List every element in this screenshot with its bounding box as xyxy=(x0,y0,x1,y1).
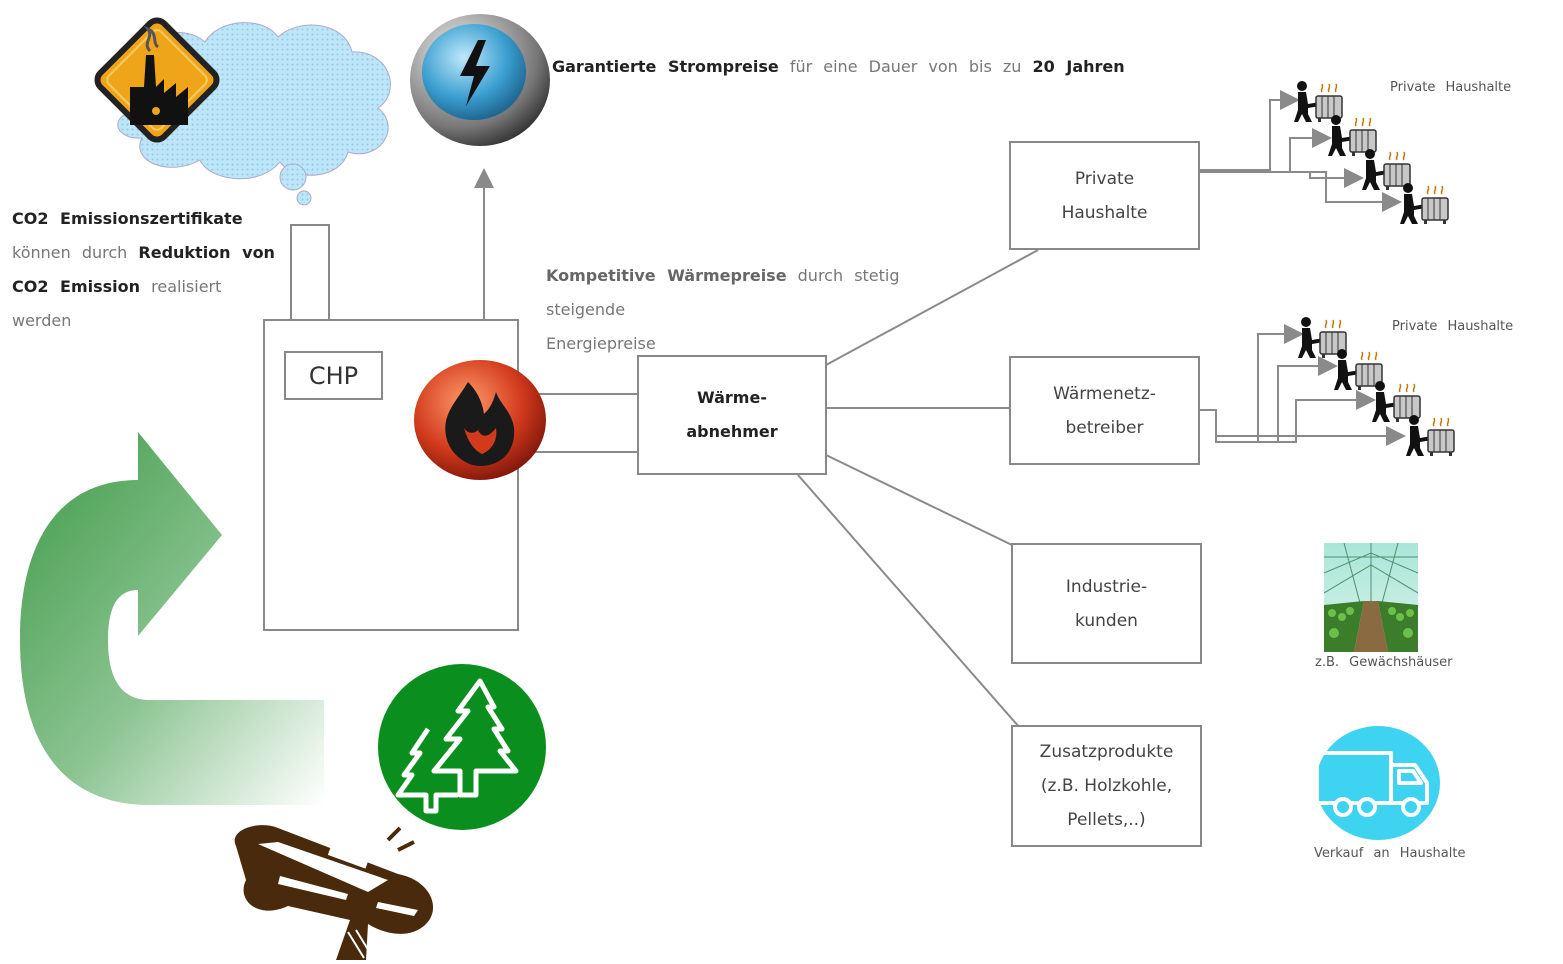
heat-price-bold: Kompetitive Wärmepreise xyxy=(546,266,787,285)
heat-price-line2: Energiepreise xyxy=(546,334,656,353)
greenhouse-icon xyxy=(1324,543,1418,652)
box-industry-customers: Industrie- kunden xyxy=(1011,543,1202,664)
tree-icon xyxy=(378,664,546,830)
power-text-plain: für eine Dauer von bis zu xyxy=(789,57,1022,76)
caption-greenhouse: z.B. Gewächshäuser xyxy=(1315,655,1453,670)
hub-line2: abnehmer xyxy=(686,422,778,441)
lightning-icon xyxy=(410,14,550,146)
co2-text: CO2 Emissionszertifikate können durch Re… xyxy=(12,202,280,338)
person-radiator-icon xyxy=(1372,381,1421,422)
private-line2: Haushalte xyxy=(1061,202,1148,223)
caption-private-mid: Private Haushalte xyxy=(1392,319,1514,334)
person-radiator-icon xyxy=(1298,317,1347,358)
box-private-households: Private Haushalte xyxy=(1009,141,1200,250)
heat-price-plain: durch stetig steigende xyxy=(546,266,900,319)
network-line2: betreiber xyxy=(1065,417,1144,438)
chp-label: CHP xyxy=(284,351,383,400)
person-radiator-icon xyxy=(1334,349,1383,390)
heat-price-text: Kompetitive Wärmepreise durch stetig ste… xyxy=(546,259,986,361)
network-line1: Wärmenetz- xyxy=(1053,383,1156,404)
power-text: Garantierte Strompreise für eine Dauer v… xyxy=(552,50,1125,84)
caption-truck: Verkauf an Haushalte xyxy=(1314,846,1466,861)
co2-line2-plain: können durch xyxy=(12,243,128,262)
box-network-operator: Wärmenetz- betreiber xyxy=(1009,356,1200,465)
person-radiator-icon xyxy=(1400,183,1449,224)
co2-line3-bold: CO2 Emission xyxy=(12,277,141,296)
heat-consumer-box: Wärme- abnehmer xyxy=(637,355,827,475)
industry-line2: kunden xyxy=(1075,610,1138,631)
industry-line1: Industrie- xyxy=(1065,576,1148,597)
person-radiator-icon xyxy=(1294,81,1343,122)
box-additional-products: Zusatzprodukte (z.B. Holzkohle, Pellets,… xyxy=(1011,725,1202,847)
hub-line1: Wärme- xyxy=(697,388,767,407)
extra-line1: Zusatzprodukte xyxy=(1039,742,1174,762)
person-radiator-icon xyxy=(1328,115,1377,156)
person-radiator-icon xyxy=(1362,149,1411,190)
caption-private-top: Private Haushalte xyxy=(1390,80,1512,95)
chp-chimney xyxy=(290,224,330,320)
power-text-years: 20 Jahren xyxy=(1032,57,1125,76)
person-radiator-icon xyxy=(1406,415,1455,456)
flame-icon xyxy=(414,360,546,480)
co2-line4: werden xyxy=(12,311,72,330)
co2-line3-plain: realisiert xyxy=(151,277,222,296)
co2-line2-bold: Reduktion von xyxy=(138,243,275,262)
extra-line3: Pellets,..) xyxy=(1067,810,1146,830)
private-line1: Private xyxy=(1074,168,1135,189)
co2-line1: CO2 Emissionszertifikate xyxy=(12,209,243,228)
extra-line2: (z.B. Holzkohle, xyxy=(1040,776,1173,796)
truck-icon xyxy=(1315,726,1440,840)
curved-arrow-icon xyxy=(20,432,324,805)
power-text-bold: Garantierte Strompreise xyxy=(552,57,779,76)
factory-warning-icon xyxy=(94,17,220,143)
chainsaw-log-icon xyxy=(234,825,434,960)
